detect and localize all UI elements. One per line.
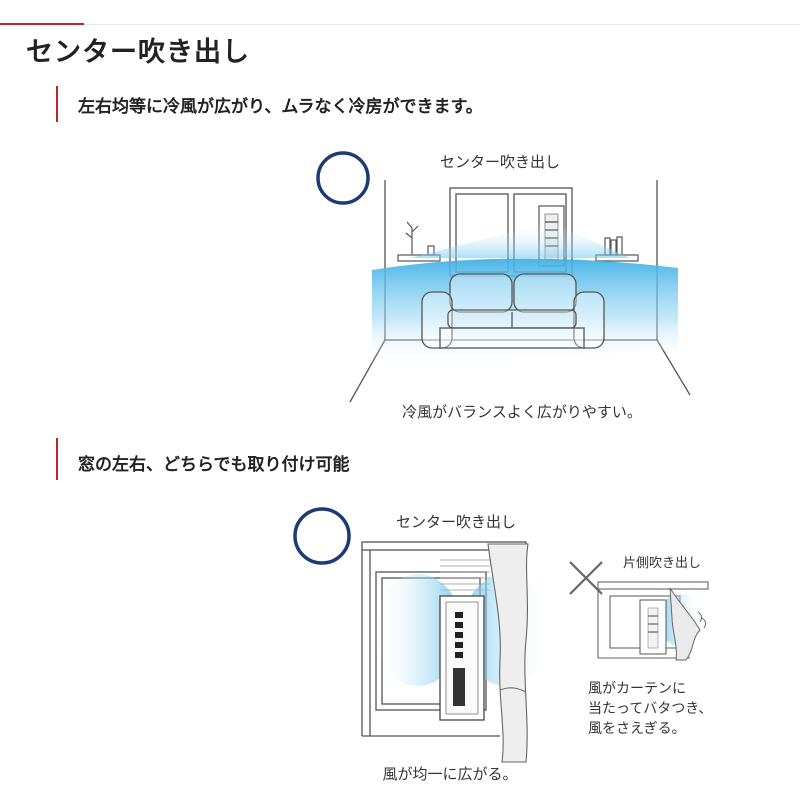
circle-icon [293, 507, 351, 565]
bad-caption-line-1: 風がカーテンに [588, 681, 686, 697]
good-figure-caption: 風が均一に広がる。 [382, 765, 517, 783]
section-heading-either-side: 窓の左右、どちらでも取り付け可能 [78, 455, 350, 475]
bad-caption-line-2: 当たってバタつき、 [588, 701, 712, 717]
page-title: センター吹き出し [26, 37, 250, 68]
room-figure-caption: 冷風がバランスよく広がりやすい。 [402, 403, 642, 421]
section-marker-bar [56, 86, 58, 122]
side-outlet-unit [639, 599, 667, 655]
section-marker-bar [56, 438, 58, 480]
window-comparison-illustration: センター吹き出し [280, 500, 740, 800]
header-divider [0, 24, 800, 25]
cross-icon [569, 561, 603, 595]
bad-curtain-flapping [669, 587, 707, 661]
room-figure-label: センター吹き出し [440, 153, 560, 171]
sofa [421, 273, 605, 349]
header-accent-line [0, 23, 84, 25]
bad-figure-label: 片側吹き出し [623, 556, 701, 571]
room-illustration: センター吹き出し [300, 140, 720, 430]
section-heading-even-cooling: 左右均等に冷風が広がり、ムラなく冷房ができます。 [78, 97, 483, 117]
center-outlet-unit [439, 595, 485, 721]
bad-caption-line-3: 風をさえぎる。 [588, 721, 686, 737]
good-curtain [487, 543, 529, 763]
circle-icon [316, 151, 370, 205]
cool-air-upper [410, 222, 630, 258]
good-figure-label: センター吹き出し [396, 513, 516, 531]
